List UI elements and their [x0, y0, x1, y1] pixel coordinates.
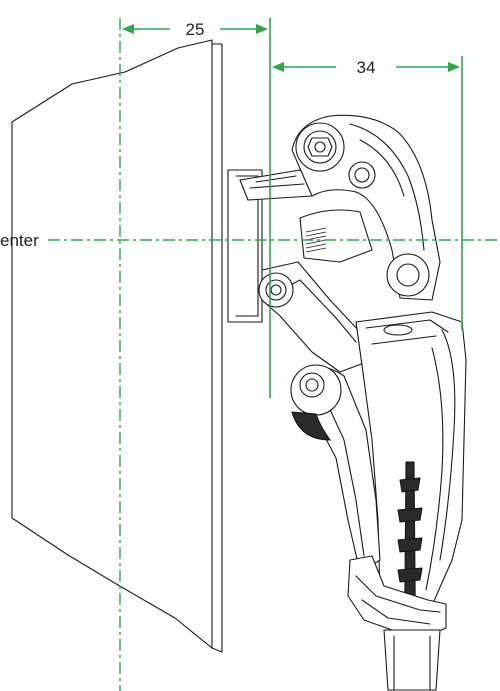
middle-pivot [290, 364, 342, 416]
right-pivot [386, 253, 430, 297]
dimension-25: 25 [122, 20, 268, 39]
center-line-label: enter [0, 231, 39, 250]
top-bolt [295, 122, 345, 172]
arrow-left-icon [122, 24, 134, 34]
cassette-outline [11, 39, 223, 653]
lower-left-pivot [258, 272, 294, 308]
upper-pivot [348, 161, 376, 189]
dimension-25-label: 25 [186, 20, 205, 39]
arrow-right-icon [448, 62, 460, 72]
arrow-left-icon [272, 62, 284, 72]
dimension-34: 34 [272, 58, 460, 77]
reference-lines [48, 18, 500, 691]
derailleur-drawing [227, 114, 467, 691]
arrow-right-icon [256, 24, 268, 34]
dimension-34-label: 34 [357, 58, 376, 77]
